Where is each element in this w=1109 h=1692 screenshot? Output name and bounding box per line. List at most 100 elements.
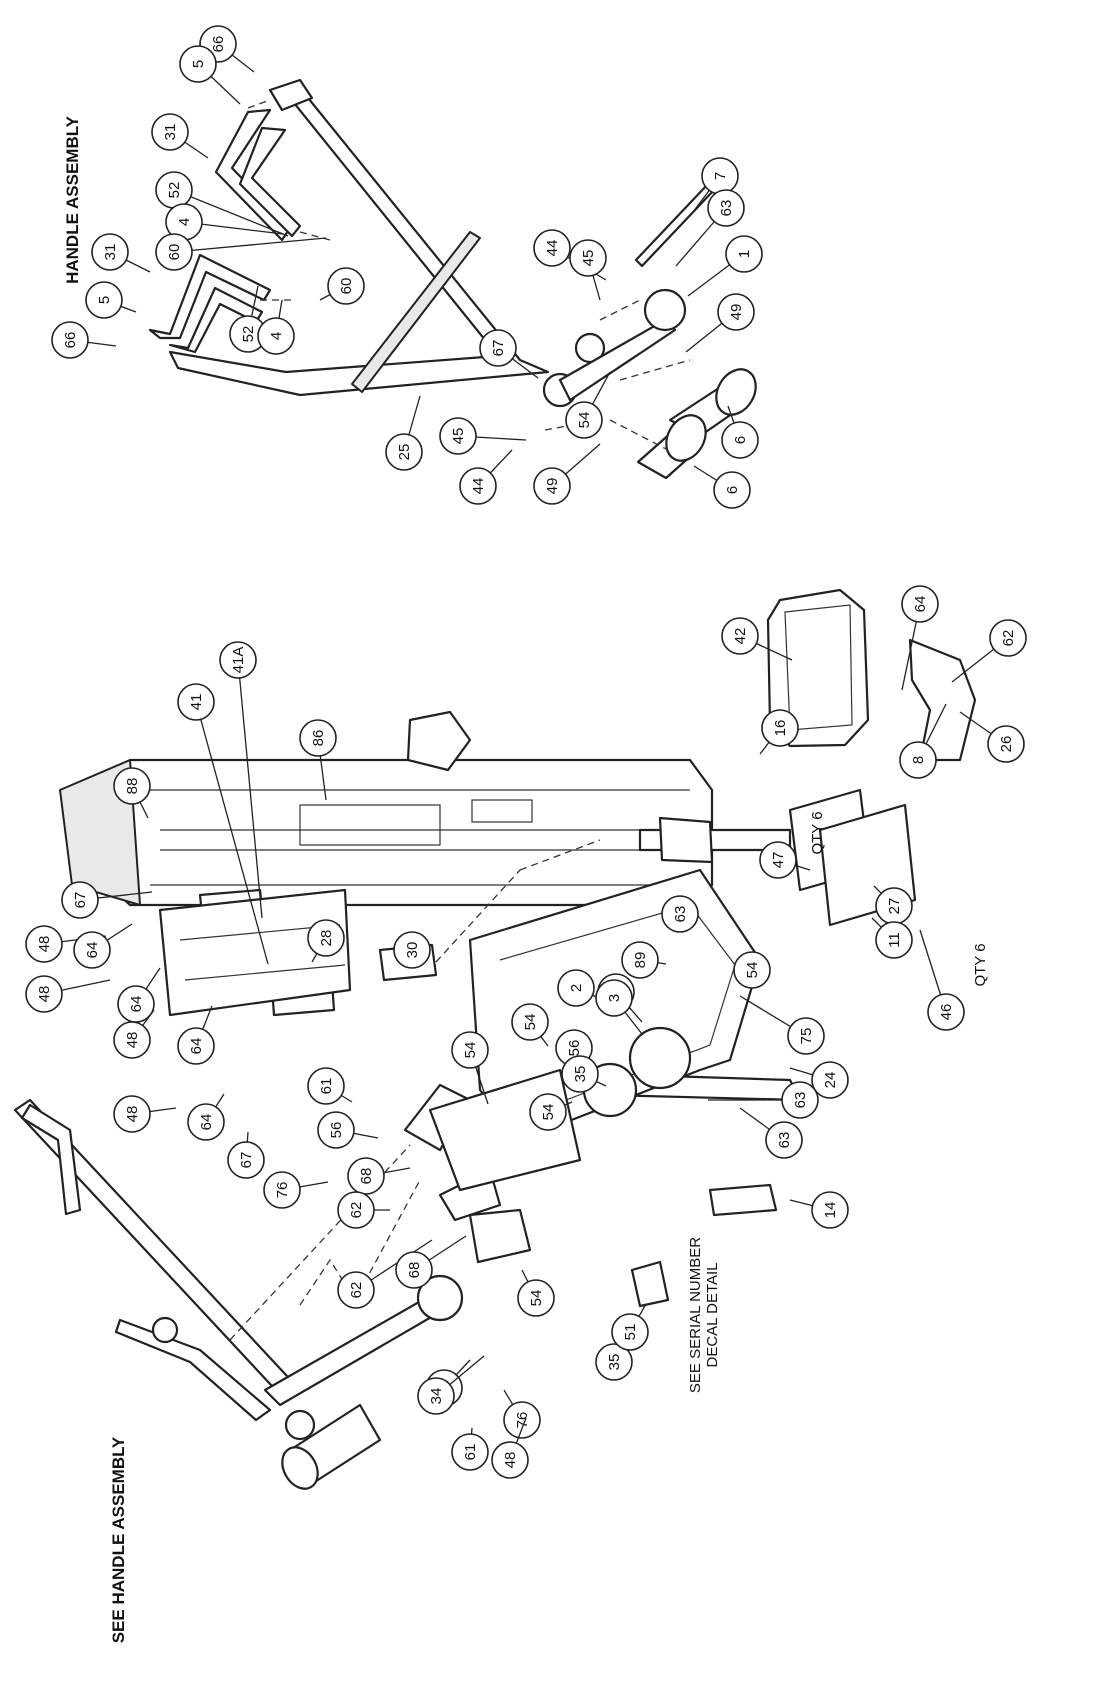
callout-circle bbox=[177, 683, 215, 721]
callout-number: 35 bbox=[572, 1066, 589, 1083]
callout-circle bbox=[811, 1061, 849, 1099]
bracket-34 bbox=[468, 1208, 532, 1264]
callout-balloon: 16 bbox=[759, 709, 799, 755]
callout-balloon: 63 bbox=[739, 1107, 803, 1159]
callout-number: 88 bbox=[124, 778, 141, 795]
callout-circle bbox=[511, 1003, 549, 1041]
callout-number: 64 bbox=[188, 1038, 205, 1055]
callout-circle bbox=[781, 1081, 819, 1119]
callout-circle bbox=[347, 1157, 385, 1195]
callout-balloon: 5 bbox=[179, 45, 241, 105]
stack-window-2 bbox=[471, 799, 533, 823]
callout-number: 47 bbox=[770, 852, 787, 869]
selector-rod bbox=[158, 888, 352, 1017]
callout-balloon: 24 bbox=[789, 1061, 849, 1099]
callout-balloon: 63 bbox=[675, 189, 745, 267]
callout-balloon: 61 bbox=[307, 1067, 353, 1105]
selector-rail bbox=[160, 829, 640, 851]
callout-number: 31 bbox=[102, 244, 119, 261]
callout-balloon: 6 bbox=[693, 465, 751, 509]
callout-circle bbox=[989, 619, 1027, 657]
callout-balloon: 62 bbox=[951, 619, 1027, 683]
callout-circle bbox=[595, 1343, 633, 1381]
callout-circle bbox=[713, 471, 751, 509]
callout-circle bbox=[73, 931, 111, 969]
callout-balloon: 64 bbox=[73, 923, 133, 969]
callout-balloon: 60 bbox=[319, 267, 365, 305]
callout-number: 48 bbox=[36, 936, 53, 953]
callout-number: 62 bbox=[348, 1282, 365, 1299]
callout-circle bbox=[451, 1433, 489, 1471]
callout-balloon: 62 bbox=[337, 1191, 390, 1229]
arm-handle-end bbox=[151, 1316, 179, 1344]
stack-window bbox=[299, 804, 441, 846]
callout-circle bbox=[155, 233, 193, 271]
callout-balloon: 4 bbox=[165, 203, 284, 241]
callout-number: 41A bbox=[230, 647, 247, 674]
callout-circle bbox=[113, 1095, 151, 1133]
callout-circle bbox=[987, 725, 1025, 763]
callout-balloon: 48 bbox=[113, 1009, 155, 1059]
callout-balloon: 3 bbox=[595, 979, 643, 1035]
callout-circle bbox=[451, 1031, 489, 1069]
callout-number: 48 bbox=[502, 1452, 519, 1469]
callout-circle bbox=[227, 1141, 265, 1179]
callout-number: 67 bbox=[490, 340, 507, 357]
callout-number: 86 bbox=[310, 730, 327, 747]
callout-circle bbox=[307, 919, 345, 957]
callout-number: 75 bbox=[798, 1028, 815, 1045]
callout-number: 56 bbox=[328, 1122, 345, 1139]
callout-balloon: 52 bbox=[229, 285, 267, 353]
callout-number: 68 bbox=[406, 1262, 423, 1279]
callout-balloon: 49 bbox=[685, 293, 755, 353]
callout-balloon: 67 bbox=[227, 1131, 265, 1179]
callout-circle bbox=[561, 1055, 599, 1093]
callout-number: 48 bbox=[36, 986, 53, 1003]
callout-circle bbox=[517, 1279, 555, 1317]
callout-circle bbox=[257, 317, 295, 355]
callout-number: 52 bbox=[166, 182, 183, 199]
callout-circle bbox=[621, 941, 659, 979]
callout-circle bbox=[787, 1017, 825, 1055]
foot-plate bbox=[708, 1183, 778, 1217]
callout-balloon: 64 bbox=[117, 967, 161, 1023]
callout-circle bbox=[439, 417, 477, 455]
seat-hub bbox=[658, 816, 714, 864]
callout-circle bbox=[179, 45, 217, 83]
callout-number: 6 bbox=[732, 436, 749, 444]
callout-number: 30 bbox=[404, 942, 421, 959]
callout-balloon: 2 bbox=[557, 969, 613, 1007]
callout-balloon: 26 bbox=[959, 711, 1025, 763]
callout-number: 63 bbox=[672, 906, 689, 923]
callout-balloon: 56 bbox=[317, 1111, 379, 1149]
callout-balloon: 31 bbox=[91, 233, 151, 273]
weight-tower bbox=[106, 758, 714, 907]
callout-number: 14 bbox=[822, 1202, 839, 1219]
arm-assembly bbox=[13, 1098, 464, 1490]
callout-balloon: 45 bbox=[439, 417, 527, 455]
callout-circle bbox=[503, 1401, 541, 1439]
callout-number: 49 bbox=[728, 304, 745, 321]
callout-circle bbox=[557, 969, 595, 1007]
seat-pad bbox=[766, 588, 870, 748]
qty-label-46: QTY 6 bbox=[972, 943, 989, 986]
callout-balloon: 27 bbox=[873, 885, 913, 925]
callout-balloon: 66 bbox=[51, 321, 117, 359]
callout-number: 56 bbox=[566, 1040, 583, 1057]
callout-balloon: 34 bbox=[417, 1355, 485, 1415]
callout-number: 27 bbox=[886, 898, 903, 915]
callout-number: 76 bbox=[514, 1412, 531, 1429]
callout-balloon: 54 bbox=[451, 1031, 489, 1105]
callout-balloon: 45 bbox=[569, 239, 607, 301]
callout-balloon: 61 bbox=[451, 1427, 489, 1471]
callout-circle bbox=[61, 881, 99, 919]
foot-roller-end bbox=[281, 1446, 319, 1490]
callout-circle bbox=[533, 467, 571, 505]
callout-circle bbox=[725, 235, 763, 273]
callout-number: 62 bbox=[348, 1202, 365, 1219]
callout-balloon: 8 bbox=[899, 703, 947, 779]
callout-balloon: 64 bbox=[901, 585, 939, 691]
callout-balloon: 47 bbox=[759, 841, 811, 879]
callout-balloon: 76 bbox=[503, 1389, 541, 1439]
